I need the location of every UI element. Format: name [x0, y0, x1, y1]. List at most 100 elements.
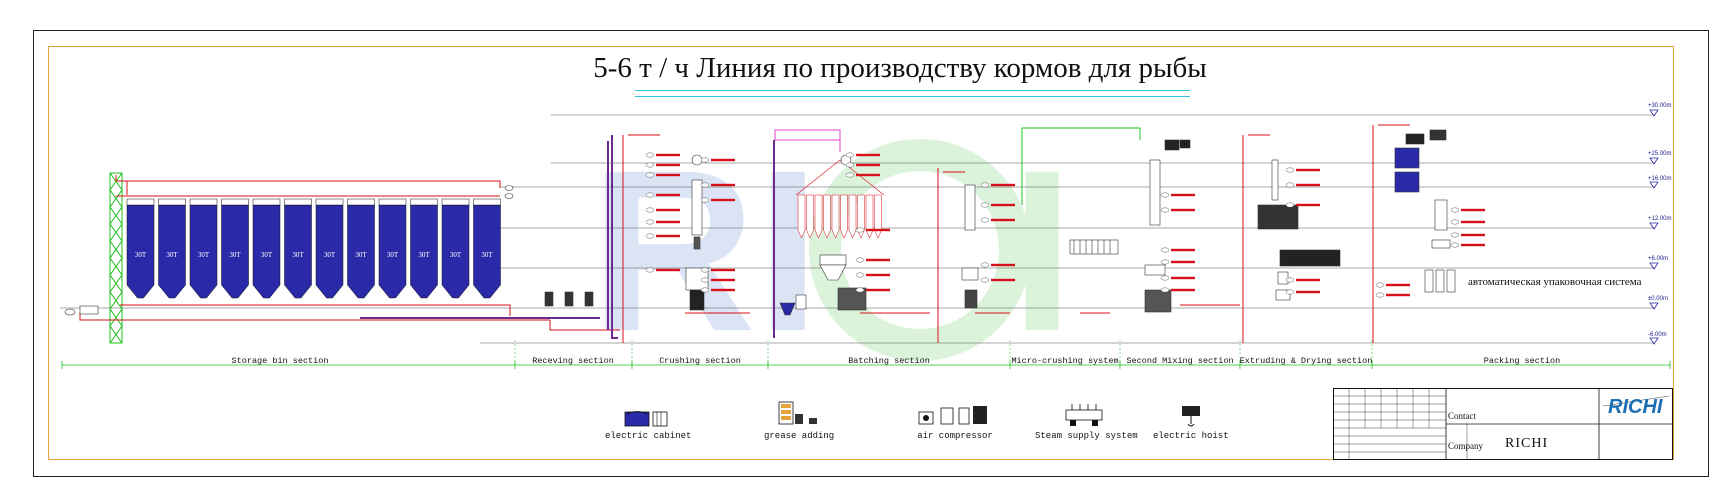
equipment-tag — [1285, 182, 1295, 188]
silo-capacity-label: 30T — [355, 251, 367, 259]
equipment-tag-label — [1296, 203, 1320, 207]
equipment-tag — [645, 219, 655, 225]
equipment-tag — [1285, 202, 1295, 208]
equipment-tag — [1160, 207, 1170, 213]
silo-roof — [410, 198, 438, 206]
silo-capacity-label: 30T — [292, 251, 304, 259]
batching-equipment — [779, 154, 867, 316]
silo-roof — [221, 198, 249, 206]
silo-capacity-label: 30T — [324, 251, 336, 259]
purple-pipes — [360, 135, 775, 339]
batching-bin — [823, 194, 831, 239]
equipment-tag-label — [711, 288, 735, 292]
batching-bin — [874, 194, 882, 239]
equipment-tag-label — [711, 268, 735, 272]
company-label: Company — [1448, 441, 1483, 451]
legend-electric-cabinet: electric cabinet — [605, 408, 691, 441]
batching-bin — [797, 194, 806, 239]
batching-bin — [848, 194, 857, 239]
electric-hoist-icon — [1181, 406, 1200, 427]
section-label-packing: Packing section — [1483, 356, 1561, 366]
packing-equipment — [1394, 129, 1456, 293]
title-underline — [635, 90, 1190, 91]
equipment-tag — [1160, 259, 1170, 265]
legend-label: electric cabinet — [605, 431, 692, 441]
section-label-second-mixing: Second Mixing section — [1126, 356, 1234, 366]
equipment-tag-label — [1386, 283, 1410, 287]
equipment-tag — [645, 192, 655, 198]
legend-grease-adding: grease adding — [764, 400, 834, 441]
equipment-tag-label — [1171, 193, 1195, 197]
silo-roof — [473, 198, 501, 206]
packing-system-label: автоматическая упаковочная система — [1468, 276, 1642, 288]
equipment-tag-label — [656, 173, 680, 177]
contact-label: Contact — [1448, 411, 1476, 421]
equipment-tag-label — [991, 203, 1015, 207]
elevation-label: +12.00m — [1648, 216, 1672, 222]
equipment-tag-label — [866, 288, 890, 292]
batching-bin — [806, 194, 814, 239]
equipment-tag-label — [1171, 260, 1195, 264]
equipment-tag-label — [856, 163, 880, 167]
section-label-storage: Storage bin section — [231, 356, 329, 366]
micro-crushing-equipment — [961, 184, 1119, 309]
equipment-tag — [855, 272, 865, 278]
silo-roof — [189, 198, 218, 206]
equipment-tag — [1160, 287, 1170, 293]
electric-cabinet-icon — [624, 411, 668, 427]
equipment-tag — [980, 182, 990, 188]
inner-frame — [48, 46, 1674, 460]
equipment-tag — [980, 217, 990, 223]
equipment-tag — [1160, 192, 1170, 198]
equipment-tag — [1285, 289, 1295, 295]
batching-bin — [814, 194, 823, 239]
equipment-tag-label — [1461, 208, 1485, 212]
silo-roof — [378, 198, 407, 206]
equipment-tag — [845, 162, 855, 168]
equipment-tag-label — [856, 173, 880, 177]
equipment-tag-label — [1461, 233, 1485, 237]
equipment-tag-label — [656, 153, 680, 157]
richi-logo: RICHI — [1608, 396, 1663, 418]
distributor-chutes — [795, 159, 885, 196]
equipment-tag-label — [991, 263, 1015, 267]
silo-capacity-label: 30T — [198, 251, 210, 259]
equipment-tag — [1375, 282, 1385, 288]
equipment-tag-label — [991, 218, 1015, 222]
equipment-tag — [845, 152, 855, 158]
elevation-label: ±0.00m — [1648, 296, 1668, 302]
batching-bin — [840, 194, 848, 239]
silo-roof — [284, 198, 312, 206]
silo-roof — [158, 198, 186, 206]
red-conveyors — [79, 124, 1410, 343]
equipment-tag — [700, 197, 710, 203]
silo-capacity-label: 30T — [261, 251, 273, 259]
silo-capacity-label: 30T — [229, 251, 241, 259]
elevation-label: +30.00m — [1648, 103, 1672, 109]
equipment-tag — [645, 172, 655, 178]
silo-capacity-label: 30T — [481, 251, 493, 259]
equipment-tag-label — [656, 208, 680, 212]
equipment-tag — [700, 157, 710, 163]
silo-capacity-label: 30T — [387, 251, 399, 259]
equipment-tag-label — [711, 198, 735, 202]
equipment-tag-label — [1171, 248, 1195, 252]
section-label-extruding-drying: Extruding & Drying section — [1239, 356, 1373, 366]
elevation-label: +6.00m — [1648, 256, 1669, 262]
magenta-pipe — [774, 129, 841, 152]
equipment-tag-label — [1386, 293, 1410, 297]
equipment-tag-label — [866, 228, 890, 232]
equipment-tag-label — [1296, 278, 1320, 282]
equipment-tag-label — [1296, 168, 1320, 172]
legend-label: grease adding — [764, 431, 835, 441]
crushing-equipment — [685, 154, 709, 311]
receiving-equipment — [64, 185, 594, 316]
equipment-tag — [645, 152, 655, 158]
silo-roof — [315, 198, 344, 206]
equipment-tag — [700, 287, 710, 293]
equipment-tag-label — [656, 220, 680, 224]
section-label-batching: Batching section — [848, 356, 930, 366]
equipment-tag-label — [1296, 290, 1320, 294]
elevation-label: +25.00m — [1648, 151, 1672, 157]
